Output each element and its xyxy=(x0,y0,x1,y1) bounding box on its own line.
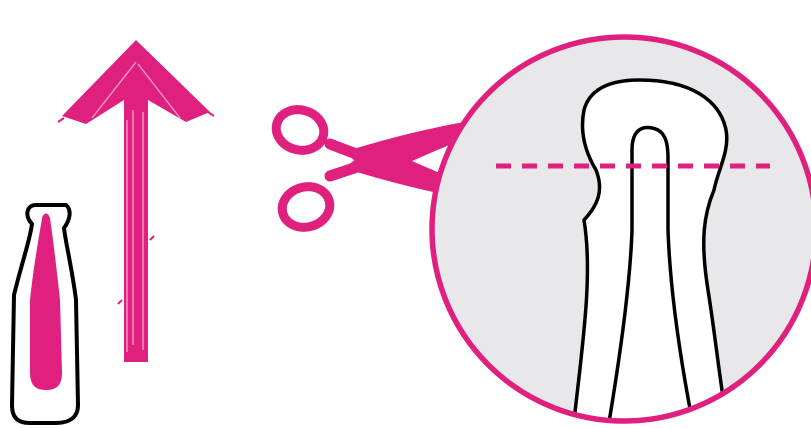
magnified-bottle-neck xyxy=(432,37,811,428)
up-arrow-icon xyxy=(58,40,214,362)
small-bottle-icon xyxy=(12,205,78,423)
